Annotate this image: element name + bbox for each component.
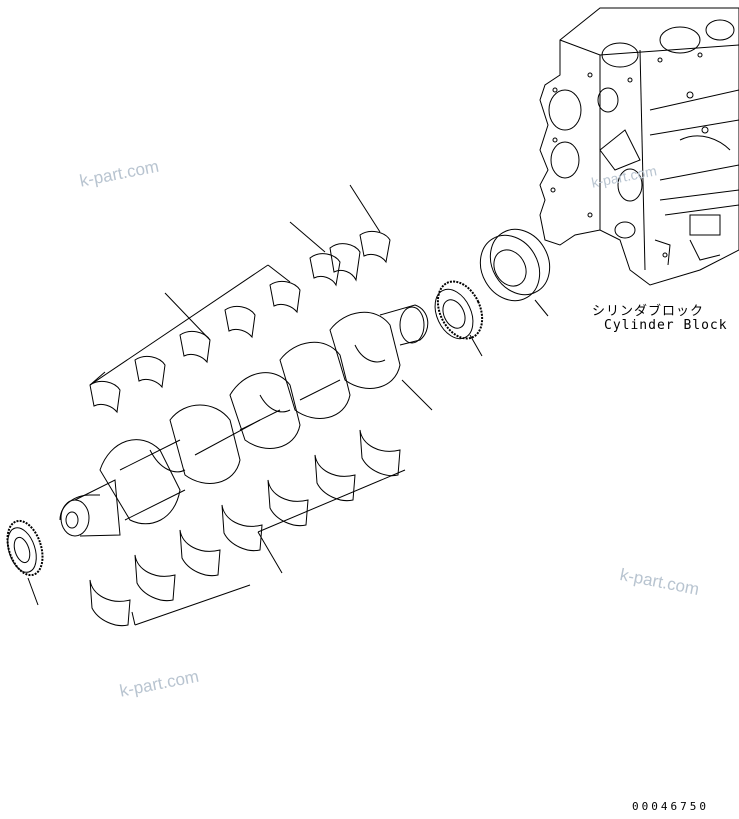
drawing-number: 00046750 <box>632 800 709 813</box>
main-bearings-lower-left <box>89 529 251 627</box>
crank-gear-front <box>6 519 44 606</box>
thrust-bearing-upper <box>289 184 391 287</box>
cylinder-block-label-en: Cylinder Block <box>604 318 728 333</box>
cylinder-block-label-jp: シリンダブロック <box>592 304 705 319</box>
oil-seal <box>479 228 551 317</box>
main-bearings-lower-right <box>221 429 406 574</box>
crankshaft <box>59 304 433 537</box>
cylinder-block <box>539 7 739 286</box>
main-bearings-upper <box>89 264 301 414</box>
crank-gear-rear <box>434 280 484 357</box>
